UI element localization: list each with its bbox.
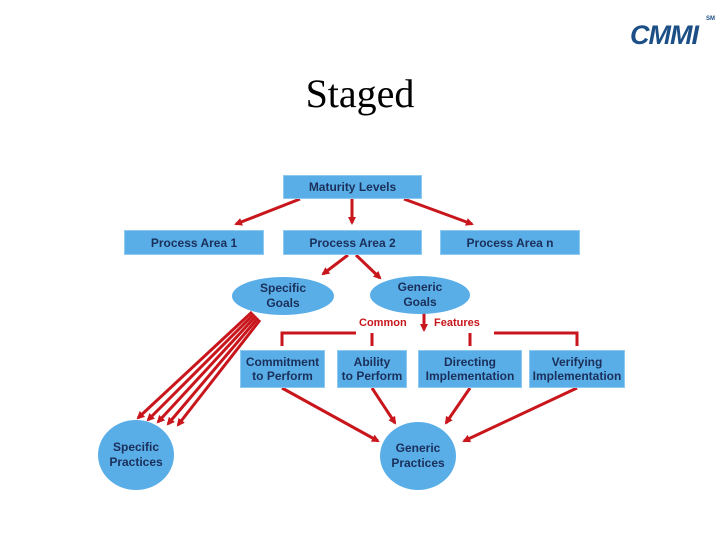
process-area-1-label: Process Area 1 xyxy=(150,235,238,250)
arrow-verifying-gp xyxy=(462,386,578,443)
generic-practices-line-2: Practices xyxy=(391,456,445,470)
verifying-line-2: Implementation xyxy=(532,369,622,383)
arrow-ml-pa1 xyxy=(234,197,301,226)
process-area-2-label: Process Area 2 xyxy=(309,235,396,250)
features-bracket-right xyxy=(494,331,579,346)
specific-goals-line-2: Goals xyxy=(266,296,300,310)
process-area-2-box: Process Area 2 xyxy=(283,230,422,255)
generic-goals-line-1: Generic xyxy=(397,280,443,294)
arrow-pa2-specific-goals xyxy=(321,253,349,276)
directing-line-2: Implementation xyxy=(425,369,515,383)
cmmi-logo: CMMI SM xyxy=(630,16,715,52)
logo-service-mark: SM xyxy=(706,16,715,22)
verifying-box: Verifying Implementation xyxy=(529,350,625,388)
arrow-sg-sp-4 xyxy=(166,317,260,426)
arrow-commitment-gp xyxy=(281,386,380,443)
generic-practices-line-1: Generic xyxy=(395,441,441,455)
commitment-line-2: to Perform xyxy=(252,369,313,383)
logo-text: CMMI xyxy=(630,20,699,50)
arrow-ability-gp xyxy=(370,387,397,425)
features-bracket xyxy=(280,331,356,346)
ability-line-2: to Perform xyxy=(341,369,403,383)
ability-box: Ability to Perform xyxy=(337,350,407,388)
generic-goals-ellipse: Generic Goals xyxy=(370,276,470,314)
directing-box: Directing Implementation xyxy=(418,350,522,388)
specific-practices-circle: Specific Practices xyxy=(98,420,174,490)
process-area-n-box: Process Area n xyxy=(440,230,580,255)
commitment-box: Commitment to Perform xyxy=(240,350,325,388)
common-label: Common xyxy=(359,317,407,329)
maturity-levels-box: Maturity Levels xyxy=(283,175,422,199)
arrow-sg-sp-3 xyxy=(156,314,258,424)
arrow-directing-gp xyxy=(444,387,472,425)
verifying-line-1: Verifying xyxy=(551,355,603,369)
features-label: Features xyxy=(434,317,480,329)
specific-goals-line-1: Specific xyxy=(259,281,307,295)
generic-goals-line-2: Goals xyxy=(403,295,437,309)
arrow-sg-sp-1 xyxy=(136,310,254,420)
specific-practices-line-1: Specific xyxy=(112,440,160,454)
process-area-1-box: Process Area 1 xyxy=(124,230,264,255)
directing-line-1: Directing xyxy=(443,355,496,369)
slide-title: Staged xyxy=(305,71,415,116)
specific-goals-ellipse: Specific Goals xyxy=(232,277,334,315)
maturity-levels-label: Maturity Levels xyxy=(308,180,397,194)
commitment-line-1: Commitment xyxy=(245,355,320,369)
process-area-n-label: Process Area n xyxy=(466,235,554,250)
arrow-sg-sp-2 xyxy=(146,312,256,422)
ability-line-1: Ability xyxy=(353,355,391,369)
generic-practices-circle: Generic Practices xyxy=(380,422,456,490)
arrow-pa2-generic-goals xyxy=(354,253,382,280)
arrow-sg-sp-5 xyxy=(176,319,262,427)
arrow-ml-pan xyxy=(403,197,474,226)
specific-practices-line-2: Practices xyxy=(109,455,163,469)
